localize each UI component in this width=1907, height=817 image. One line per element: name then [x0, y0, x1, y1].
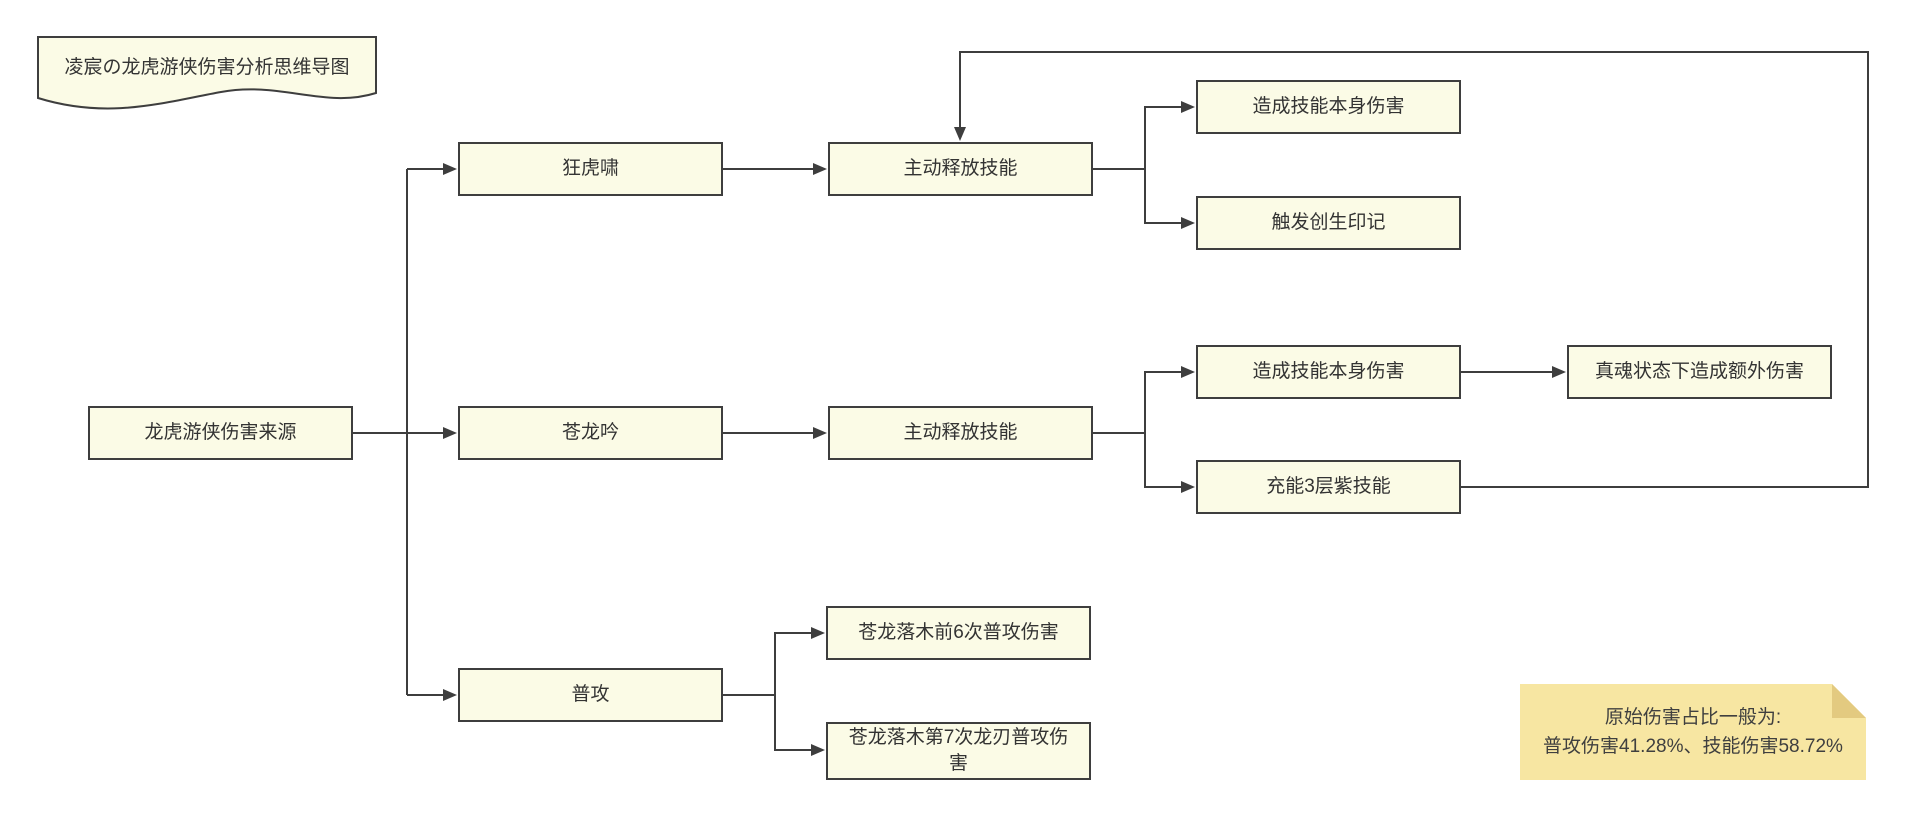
edge-basic-to-7th — [774, 695, 825, 756]
node-skill-damage-mid[interactable]: 造成技能本身伤害 — [1196, 345, 1461, 399]
diagram-title: 凌宸の龙虎游侠伤害分析思维导图 — [64, 56, 350, 78]
node-basic-first6[interactable]: 苍龙落木前6次普攻伤害 — [826, 606, 1091, 660]
node-dragon-chant[interactable]: 苍龙吟 — [458, 406, 723, 460]
node-basic-attack[interactable]: 普攻 — [458, 668, 723, 722]
node-genesis-mark[interactable]: 触发创生印记 — [1196, 196, 1461, 250]
node-basic-7th[interactable]: 苍龙落木第7次龙刃普攻伤害 — [826, 722, 1091, 780]
node-tiger-roar[interactable]: 狂虎啸 — [458, 142, 723, 196]
edge-cast-top-to-skill-damage — [1092, 101, 1195, 170]
node-true-soul[interactable]: 真魂状态下造成额外伤害 — [1567, 345, 1832, 399]
document-wave-outline — [37, 36, 377, 110]
edge-charge-feedback-loop — [954, 51, 1869, 488]
node-charge-purple[interactable]: 充能3层紫技能 — [1196, 460, 1461, 514]
sticky-note[interactable]: 原始伤害占比一般为: 普攻伤害41.28%、技能伤害58.72% — [1520, 684, 1866, 780]
sticky-note-line1: 原始伤害占比一般为: — [1604, 707, 1782, 728]
node-skill-damage-top[interactable]: 造成技能本身伤害 — [1196, 80, 1461, 134]
node-damage-source[interactable]: 龙虎游侠伤害来源 — [88, 406, 353, 460]
sticky-note-fold — [1832, 684, 1866, 718]
sticky-note-line2: 普攻伤害41.28%、技能伤害58.72% — [1543, 736, 1843, 757]
edge-cast-top-to-genesis-mark — [1144, 169, 1195, 229]
node-cast-skill-mid[interactable]: 主动释放技能 — [828, 406, 1093, 460]
title-document-shape[interactable]: 凌宸の龙虎游侠伤害分析思维导图 — [37, 36, 377, 116]
edge-cast-mid-to-skill-damage — [1092, 366, 1195, 434]
node-cast-skill-top[interactable]: 主动释放技能 — [828, 142, 1093, 196]
edge-basic-to-first6 — [722, 627, 825, 696]
edge-cast-mid-to-charge — [1144, 433, 1195, 493]
